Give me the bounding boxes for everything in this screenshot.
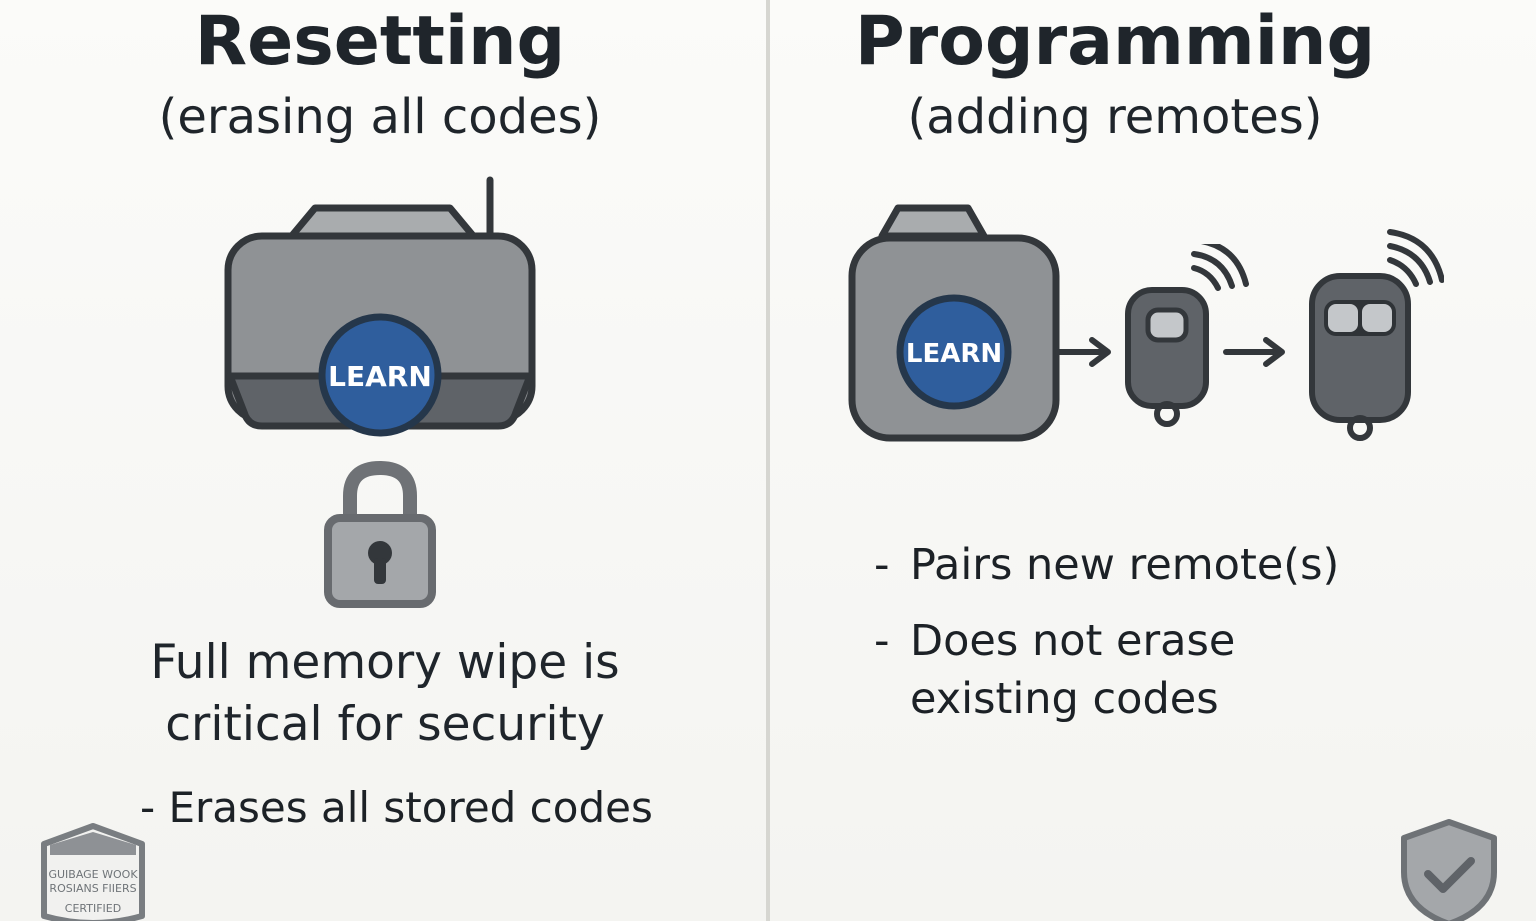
badge-line-2: ROSIANS FIIERS xyxy=(49,882,136,895)
two-button-remote-icon xyxy=(1309,229,1444,441)
programming-panel: Programming (adding remotes) LEARN xyxy=(770,0,1536,921)
programming-subtitle: (adding remotes) xyxy=(907,89,1323,145)
single-button-remote-icon xyxy=(1125,244,1249,427)
programming-bullet-2: - Does not erase existing codes xyxy=(874,612,1494,728)
security-note: Full memory wipe is critical for securit… xyxy=(80,632,690,756)
bullet-dash: - xyxy=(874,540,890,590)
resetting-title: Resetting xyxy=(194,2,566,81)
reset-bullet: - Erases all stored codes xyxy=(140,783,653,832)
padlock-icon xyxy=(324,460,436,608)
security-note-text: Full memory wipe is critical for securit… xyxy=(150,635,620,752)
garage-door-opener-icon: LEARN xyxy=(224,176,536,437)
garage-door-opener-icon: LEARN xyxy=(848,204,1060,442)
bullet-dash: - xyxy=(874,616,890,666)
right-arrow-icon xyxy=(1055,337,1111,367)
bullet-text: Pairs new remote(s) xyxy=(910,540,1340,590)
panel-divider xyxy=(766,0,770,921)
shield-check-icon xyxy=(1401,819,1497,921)
certified-badge-icon: GUIBAGE WOOK ROSIANS FIIERS CERTIFIED xyxy=(41,823,145,921)
badge-line-1: GUIBAGE WOOK xyxy=(48,868,138,881)
resetting-subtitle: (erasing all codes) xyxy=(158,89,602,145)
programming-bullet-1: - Pairs new remote(s) xyxy=(874,536,1494,594)
badge-line-3: CERTIFIED xyxy=(65,902,121,915)
programming-bullets: - Pairs new remote(s) - Does not erase e… xyxy=(874,536,1494,746)
learn-button-label: LEARN xyxy=(906,339,1002,369)
right-arrow-icon xyxy=(1223,337,1285,367)
learn-button-label: LEARN xyxy=(328,360,432,393)
resetting-panel: Resetting (erasing all codes) LEARN Full… xyxy=(0,0,766,921)
bullet-text: Does not erase existing codes xyxy=(910,616,1236,724)
programming-title: Programming xyxy=(854,2,1376,81)
